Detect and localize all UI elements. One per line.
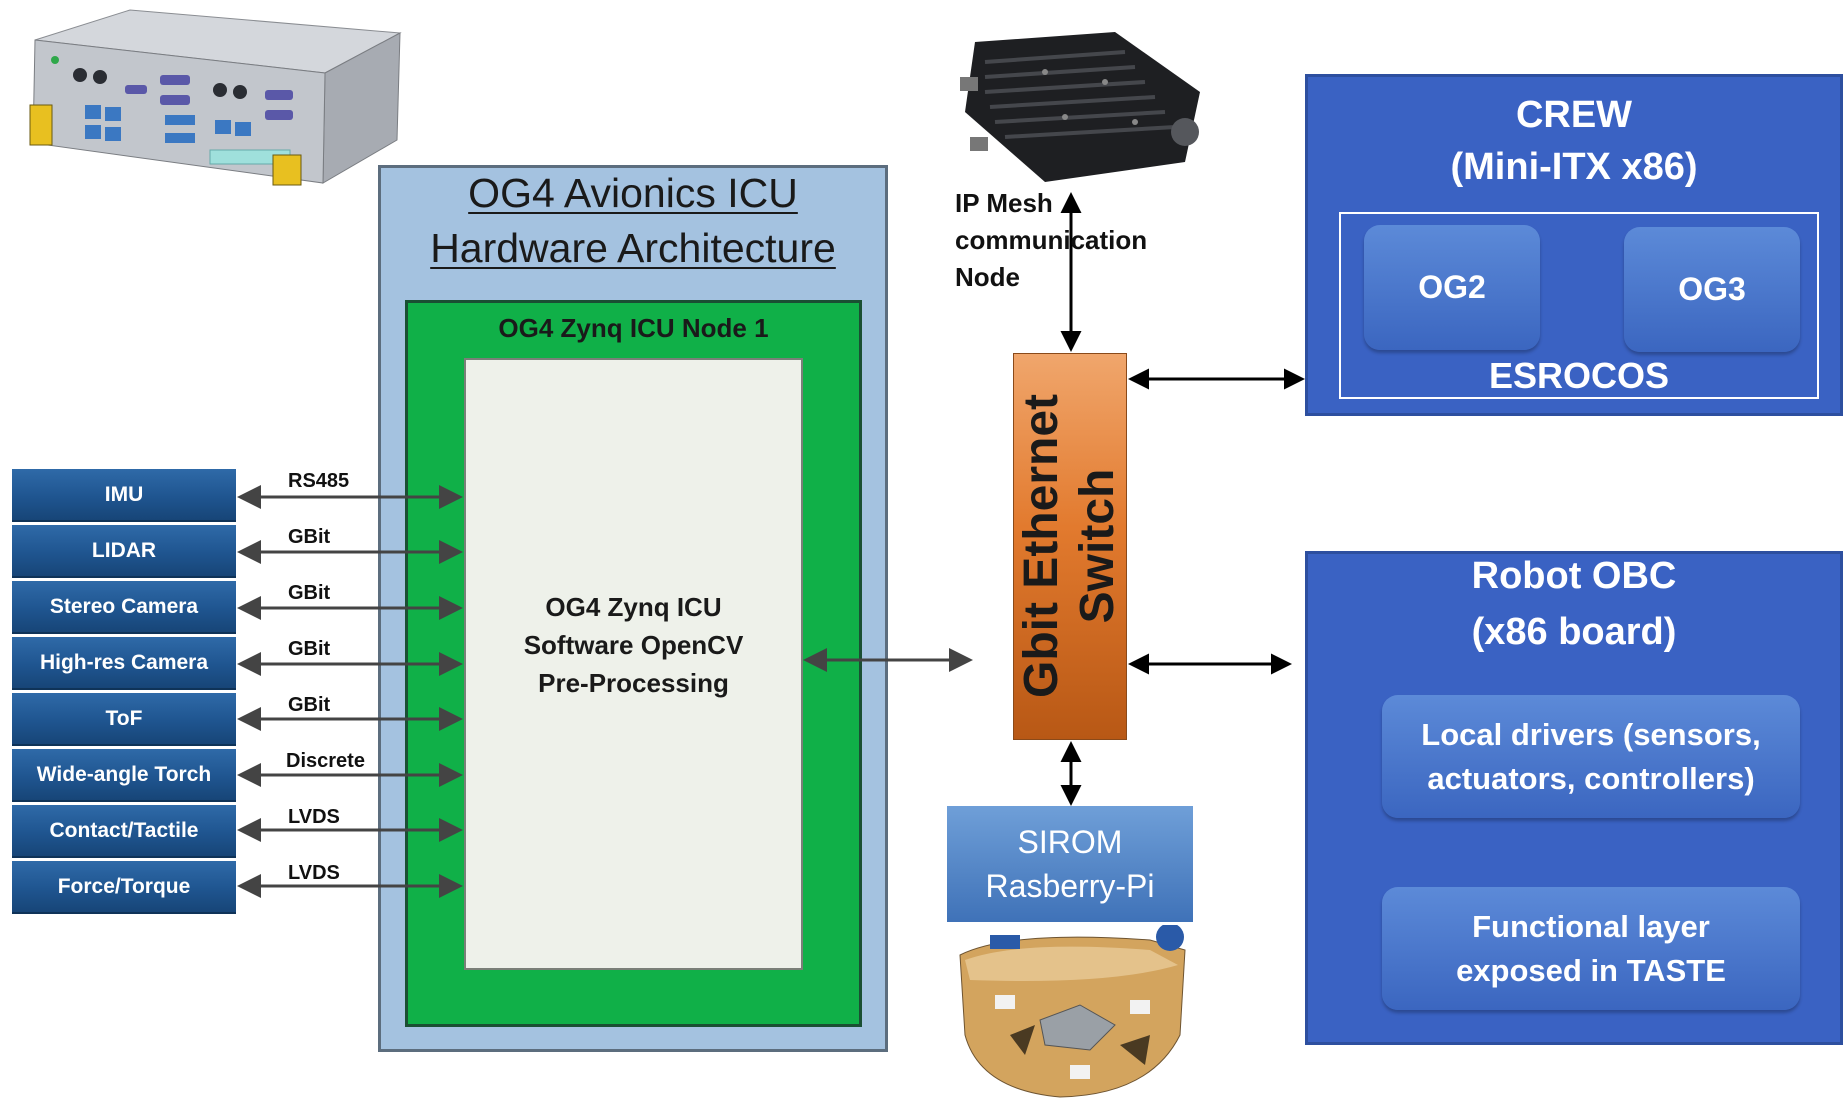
- functional-line1: Functional layer: [1472, 908, 1710, 944]
- mesh-device-image: [960, 32, 1200, 182]
- icu-title-line1: OG4 Avionics ICU: [468, 170, 798, 216]
- switch-line2: Switch: [1071, 468, 1124, 624]
- icu-hardware-image: [29, 9, 402, 186]
- esrocos-label: ESROCOS: [1488, 355, 1670, 396]
- crew-title-line2: (Mini-ITX x86): [1450, 146, 1698, 188]
- sensor-lidar: LIDAR: [12, 525, 236, 578]
- mesh-node-label: IP Mesh communication Node: [955, 185, 1147, 296]
- sensor-stereo-camera: Stereo Camera: [12, 581, 236, 634]
- icu-title-line2: Hardware Architecture: [430, 225, 836, 271]
- icu-software-box: [464, 358, 803, 970]
- sirom-line1: SIROM: [1017, 824, 1123, 860]
- sensor-wide-angle-torch: Wide-angle Torch: [12, 749, 236, 802]
- drivers-line1: Local drivers (sensors,: [1421, 716, 1761, 752]
- icu-software-line1: OG4 Zynq ICU: [545, 592, 722, 622]
- gbit-ethernet-switch: [1013, 353, 1127, 740]
- mesh-line2: communication: [955, 225, 1148, 255]
- og2-box: OG2: [1364, 225, 1540, 350]
- sensor-imu: IMU: [12, 469, 236, 522]
- icu-software-line2: Software OpenCV: [523, 630, 744, 660]
- obc-title-line1: Robot OBC: [1471, 555, 1677, 597]
- icu-software-text: OG4 Zynq ICU Software OpenCV Pre-Process…: [464, 588, 803, 702]
- sensor-contact-tactile: Contact/Tactile: [12, 805, 236, 858]
- sirom-box: SIROM Rasberry-Pi: [947, 806, 1193, 922]
- sensor-force-torque: Force/Torque: [12, 861, 236, 914]
- obc-title-line2: (x86 board): [1471, 611, 1677, 653]
- mesh-line1: IP Mesh: [955, 188, 1053, 218]
- functional-line2: exposed in TASTE: [1456, 952, 1726, 988]
- sirom-line2: Rasberry-Pi: [985, 868, 1155, 904]
- switch-line1: Gbit Ethernet: [1015, 393, 1068, 699]
- sensor-tof: ToF: [12, 693, 236, 746]
- functional-layer-box: Functional layer exposed in TASTE: [1382, 887, 1800, 1010]
- local-drivers-box: Local drivers (sensors, actuators, contr…: [1382, 695, 1800, 818]
- crew-title-line1: CREW: [1515, 94, 1633, 136]
- icu-software-line3: Pre-Processing: [538, 668, 729, 698]
- sensor-high-res-camera: High-res Camera: [12, 637, 236, 690]
- icu-node-label: OG4 Zynq ICU Node 1: [498, 313, 769, 343]
- mesh-line3: Node: [955, 262, 1020, 292]
- crew-inner-frame: [1339, 212, 1819, 399]
- drivers-line2: actuators, controllers): [1427, 760, 1755, 796]
- switch-label: Gbit Ethernet Switch: [1014, 394, 1126, 698]
- sirom-device-image: [959, 925, 1186, 1098]
- og3-box: OG3: [1624, 227, 1800, 352]
